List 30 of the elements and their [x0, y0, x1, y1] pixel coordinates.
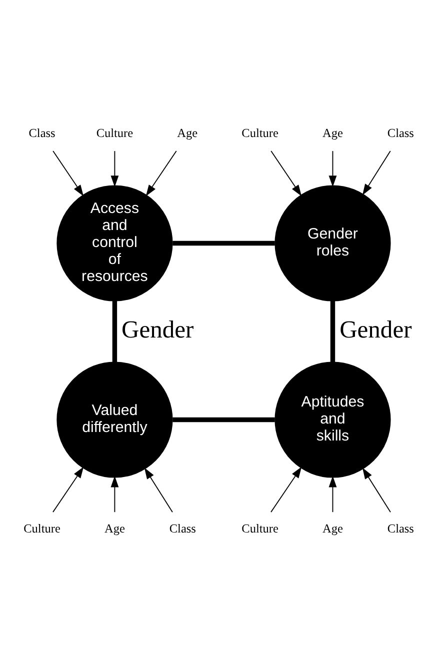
node-text: Age: [322, 125, 343, 140]
node-text: Culture: [242, 125, 278, 140]
node-text: Class: [28, 125, 56, 140]
arrow: [144, 467, 173, 512]
connector: [172, 240, 275, 246]
arrow: [110, 475, 119, 512]
arrow: [362, 150, 391, 195]
edge-label: Gender: [340, 316, 412, 343]
node-text: Culture: [96, 125, 134, 140]
connector: [112, 300, 118, 362]
node-text: Class: [169, 520, 196, 535]
node-text: Culture: [24, 520, 60, 535]
node-text: Age: [322, 520, 343, 535]
arrow: [52, 150, 84, 196]
node-text: Age: [104, 520, 125, 535]
arrow: [146, 150, 177, 196]
node-text: Culture: [242, 520, 278, 535]
edge-label: Gender: [122, 316, 194, 343]
arrow: [270, 150, 302, 196]
arrow: [110, 150, 119, 186]
arrow: [328, 150, 337, 186]
arrow: [270, 466, 302, 512]
node-text: Age: [177, 125, 198, 140]
arrow: [328, 475, 337, 512]
connector: [330, 300, 336, 362]
connector: [172, 416, 275, 422]
node-text: Class: [387, 520, 414, 535]
arrow: [362, 467, 391, 512]
arrow: [52, 466, 84, 512]
node-text: Class: [387, 125, 414, 140]
